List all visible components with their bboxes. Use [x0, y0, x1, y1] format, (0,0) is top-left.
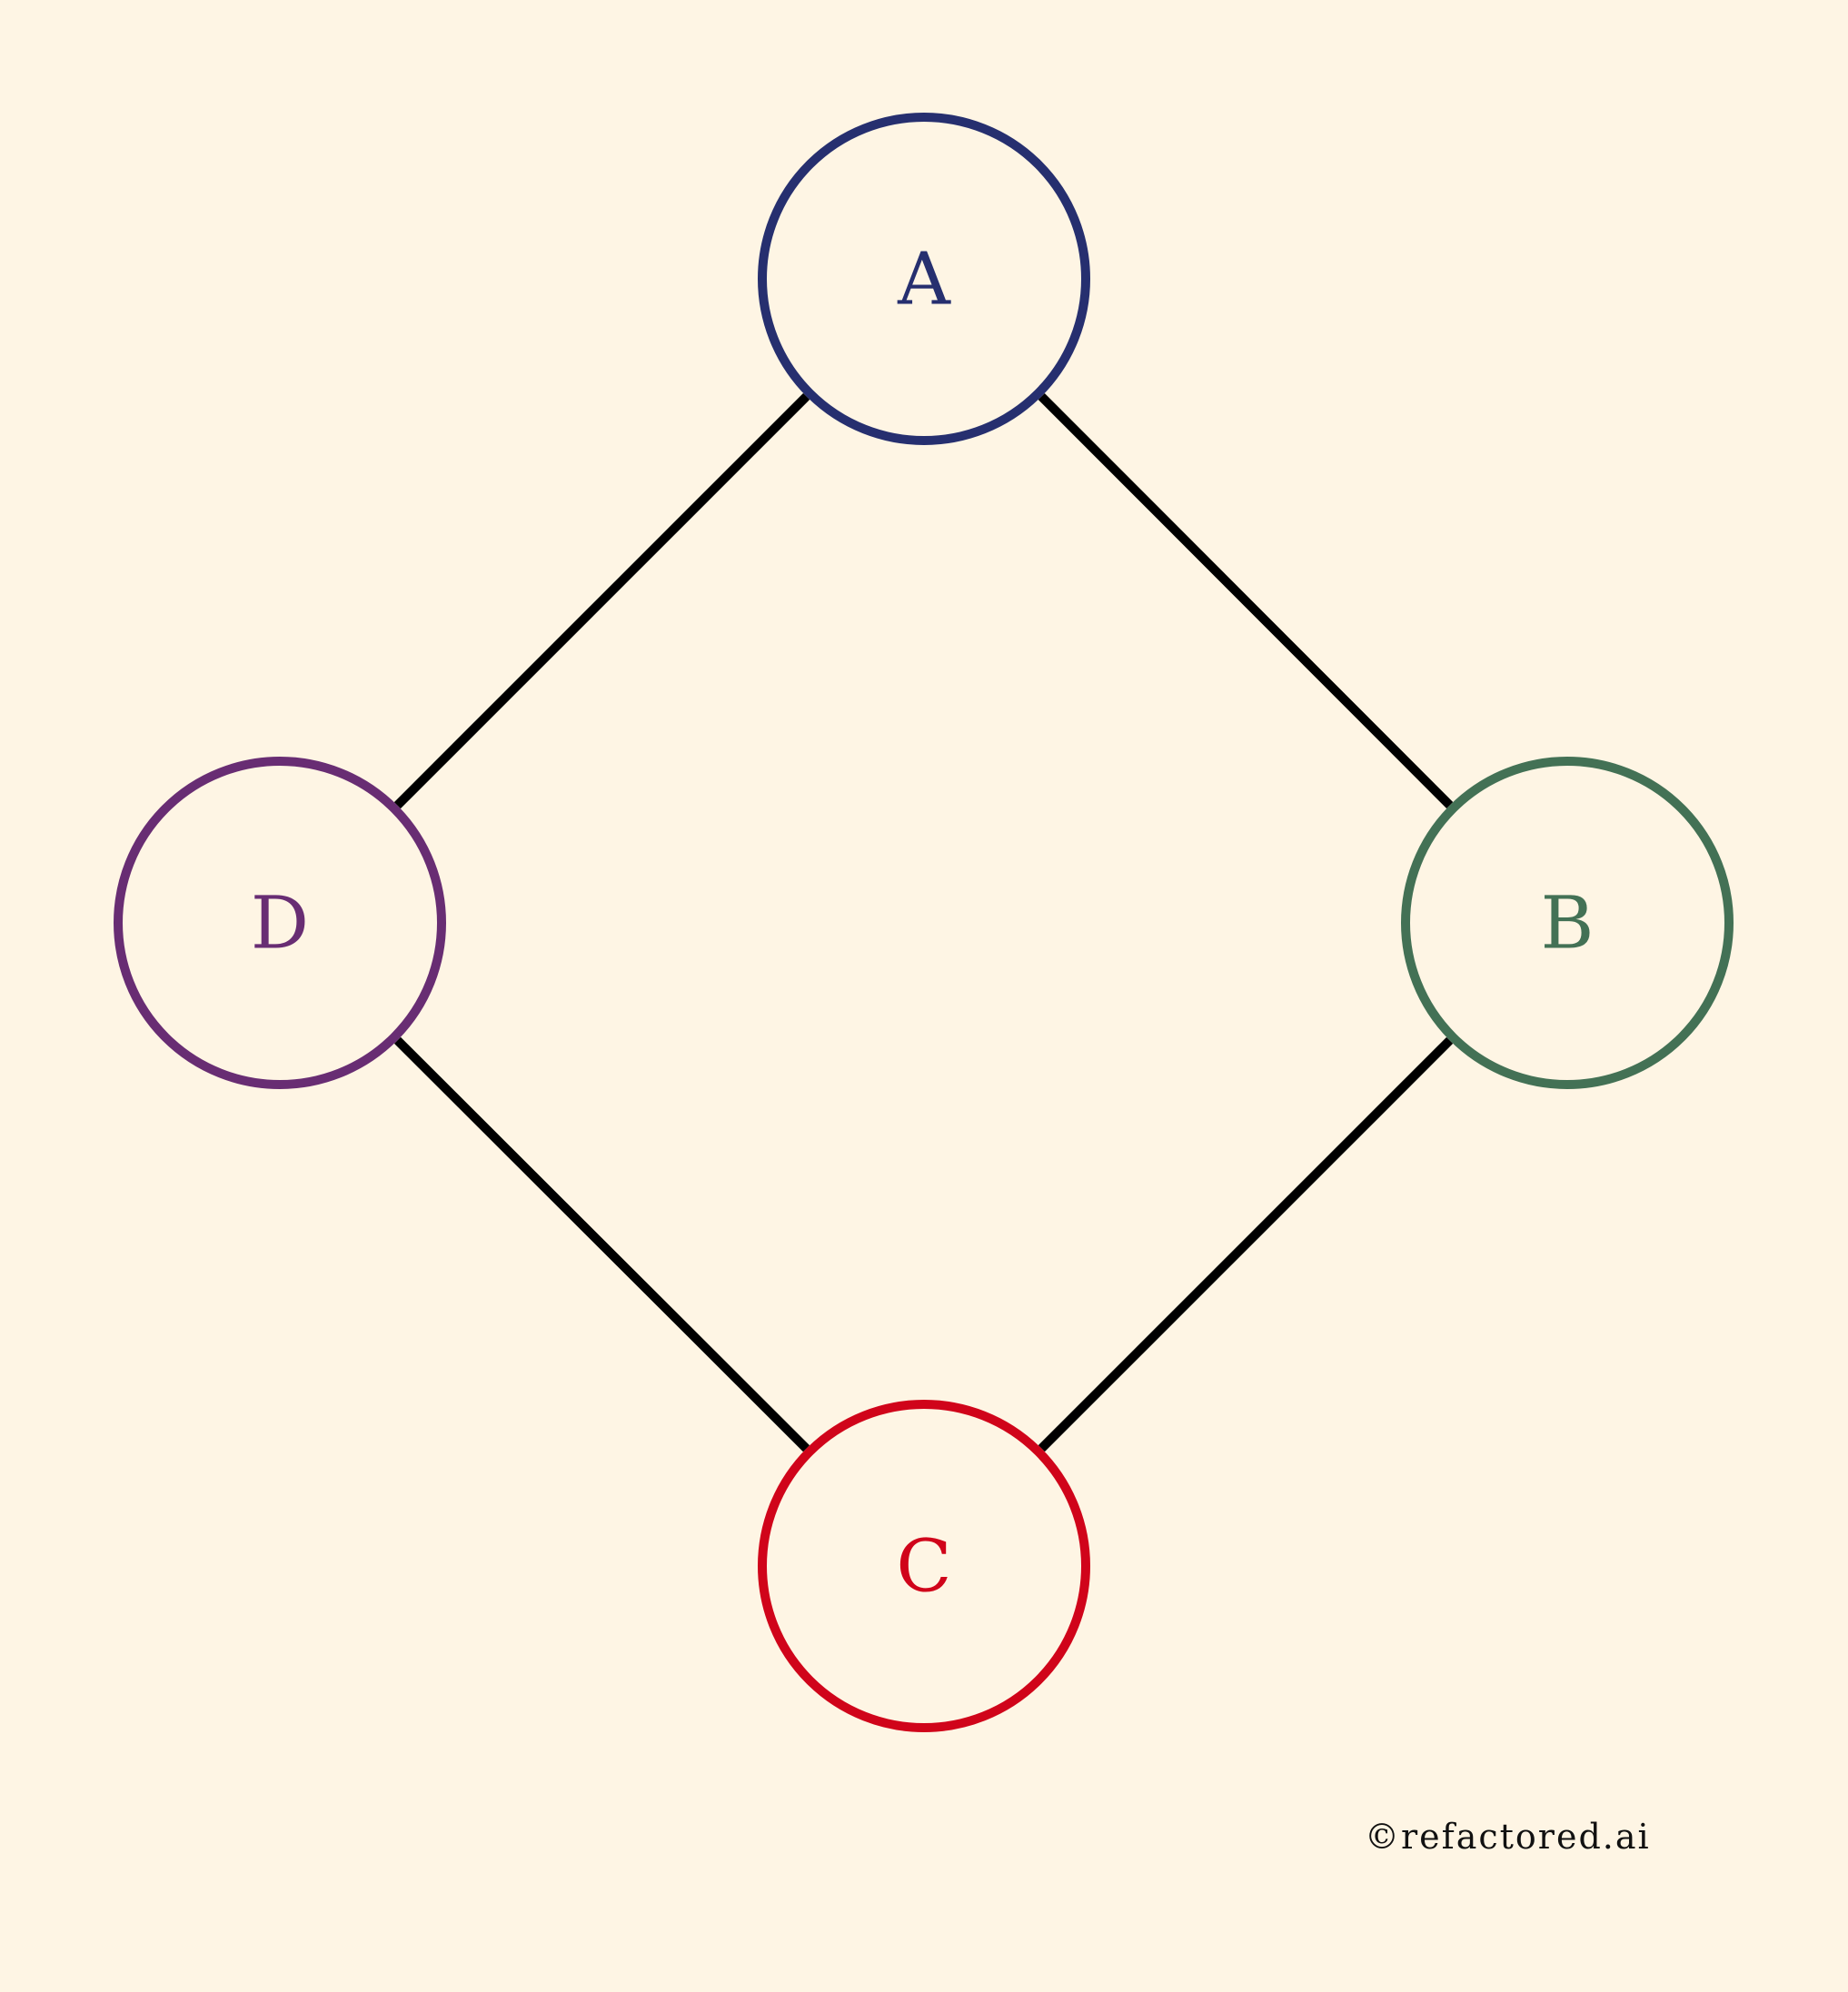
node-a-circle [758, 113, 1090, 445]
node-d: D [114, 757, 446, 1089]
edge-b-c [1038, 1036, 1454, 1452]
copyright-credit: ©refactored.ai [1365, 1817, 1651, 1857]
node-a-label: A [897, 237, 951, 322]
edge-c-d [393, 1036, 810, 1452]
node-c-label: C [896, 1524, 951, 1609]
node-d-circle [114, 757, 446, 1089]
nodes-layer: A B C D [114, 113, 1734, 1732]
node-b: B [1401, 757, 1734, 1089]
node-c: C [758, 1400, 1090, 1732]
edge-a-b [1038, 392, 1454, 809]
node-b-label: B [1541, 881, 1595, 966]
node-c-circle [758, 1400, 1090, 1732]
edges-layer [393, 392, 1454, 1452]
node-b-circle [1401, 757, 1734, 1089]
node-a: A [758, 113, 1090, 445]
node-d-label: D [251, 881, 309, 966]
edge-d-a [393, 392, 810, 809]
